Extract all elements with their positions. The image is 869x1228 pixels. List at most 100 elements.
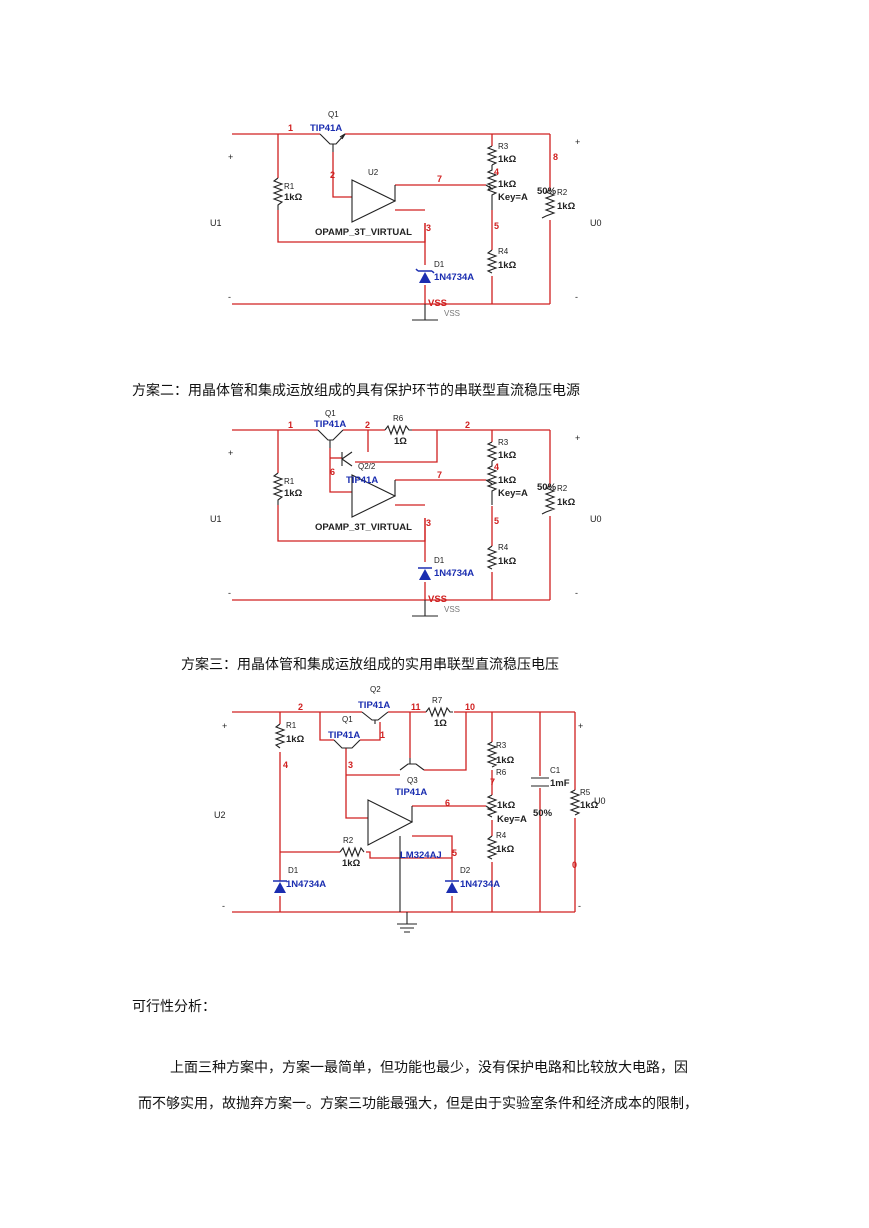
- vss-gray-label: VSS: [444, 605, 460, 614]
- q1-part: TIP41A: [310, 123, 342, 134]
- scheme-2-title: 方案二：用晶体管和集成运放组成的具有保护环节的串联型直流稳压电源: [132, 383, 580, 399]
- u2-label: U2: [214, 810, 226, 820]
- output-plus: +: [575, 137, 580, 147]
- q2-ref: Q2: [370, 685, 381, 694]
- input-plus: +: [228, 448, 233, 458]
- pot-percent: 50%: [537, 186, 557, 197]
- output-plus: +: [575, 433, 580, 443]
- r1-ref: R1: [284, 477, 295, 486]
- r2-ref: R2: [343, 836, 354, 845]
- d2-ref: D2: [460, 866, 471, 875]
- r7-ref: R7: [432, 696, 443, 705]
- c1-value: 1mF: [550, 778, 570, 789]
- pot-key: Key=A: [497, 814, 527, 825]
- d1-part: 1N4734A: [434, 272, 474, 283]
- scheme-3-title: 方案三：用晶体管和集成运放组成的实用串联型直流稳压电压: [181, 657, 559, 673]
- r7-value: 1Ω: [434, 718, 447, 729]
- node-5: 5: [494, 516, 499, 526]
- output-minus: -: [575, 588, 578, 598]
- r2-value: 1kΩ: [342, 858, 361, 869]
- analysis-line-2: 而不够实用，故抛弃方案一。方案三功能最强大，但是由于实验室条件和经济成本的限制，: [138, 1096, 698, 1112]
- node-1: 1: [288, 420, 293, 430]
- node-4: 4: [283, 760, 288, 770]
- node-2a: 2: [365, 420, 370, 430]
- q2-part: TIP41A: [346, 475, 378, 486]
- pot-value: 1kΩ: [498, 475, 517, 486]
- q1-ref: Q1: [328, 110, 339, 119]
- r3-value: 1kΩ: [496, 755, 515, 766]
- d1-part: 1N4734A: [286, 879, 326, 890]
- output-minus: -: [578, 901, 581, 911]
- node-10: 10: [465, 702, 475, 712]
- pot-percent: 50%: [537, 482, 557, 493]
- output-minus: -: [575, 292, 578, 302]
- analysis-line-1: 上面三种方案中，方案一最简单，但功能也最少，没有保护电路和比较放大电路，因: [170, 1060, 688, 1076]
- d1-ref: D1: [434, 556, 445, 565]
- r2-value: 1kΩ: [557, 497, 576, 508]
- node-4: 4: [494, 167, 499, 177]
- q2-part: TIP41A: [358, 700, 390, 711]
- d1-part: 1N4734A: [434, 568, 474, 579]
- u2-ref: U2: [368, 168, 379, 177]
- vss-gray-label: VSS: [444, 309, 460, 318]
- node-3: 3: [426, 518, 431, 528]
- pot-key: Key=A: [498, 192, 528, 203]
- u0-label: U0: [590, 218, 602, 228]
- vss-label: VSS: [428, 594, 447, 605]
- r1-ref: R1: [286, 721, 297, 730]
- r4-ref: R4: [496, 831, 507, 840]
- node-4: 4: [494, 462, 499, 472]
- pot-percent: 50%: [533, 808, 553, 819]
- q1-ref: Q1: [342, 715, 353, 724]
- r3-value: 1kΩ: [498, 450, 517, 461]
- node-6: 6: [445, 798, 450, 808]
- node-7: 7: [437, 174, 442, 184]
- r5-value: 1kΩ: [580, 800, 599, 811]
- circuit-scheme-2: 1 TIP41A Q1 2 R6 1Ω 2 Q2/2 6 TIP41A 7 3 …: [210, 409, 602, 617]
- r4-ref: R4: [498, 543, 509, 552]
- c1-ref: C1: [550, 766, 561, 775]
- circuit-scheme-3: Q2 TIP41A 2 11 R7 1Ω 10 Q1 TIP41A 1 3 Q3…: [214, 685, 606, 933]
- r6-value: 1Ω: [394, 436, 407, 447]
- input-plus: +: [222, 721, 227, 731]
- r6-ref: R6: [496, 768, 507, 777]
- node-3: 3: [426, 223, 431, 233]
- r1-value: 1kΩ: [286, 734, 305, 745]
- r4-ref: R4: [498, 247, 509, 256]
- node-8: 8: [553, 152, 558, 162]
- node-1: 1: [380, 730, 385, 740]
- node-2: 2: [298, 702, 303, 712]
- input-minus: -: [228, 292, 231, 302]
- r3-ref: R3: [498, 438, 509, 447]
- d1-ref: D1: [434, 260, 445, 269]
- node-3: 3: [348, 760, 353, 770]
- node-2: 2: [330, 170, 335, 180]
- input-plus: +: [228, 152, 233, 162]
- node-11: 11: [411, 702, 421, 712]
- node-6: 6: [330, 467, 335, 477]
- r4-value: 1kΩ: [496, 844, 515, 855]
- r2-value: 1kΩ: [557, 201, 576, 212]
- node-2b: 2: [465, 420, 470, 430]
- q2-ref: Q2/2: [358, 462, 376, 471]
- input-minus: -: [228, 588, 231, 598]
- q3-part: TIP41A: [395, 787, 427, 798]
- r5-ref: R5: [580, 788, 591, 797]
- r6-ref: R6: [393, 414, 404, 423]
- output-plus: +: [578, 721, 583, 731]
- pot-value: 1kΩ: [497, 800, 516, 811]
- r3-ref: R3: [496, 741, 507, 750]
- node-7: 7: [490, 777, 495, 787]
- q1-part: TIP41A: [314, 419, 346, 430]
- q1-ref: Q1: [325, 409, 336, 418]
- r2-ref: R2: [557, 188, 568, 197]
- q3-ref: Q3: [407, 776, 418, 785]
- pot-value: 1kΩ: [498, 179, 517, 190]
- circuit-scheme-1: Q1 TIP41A 1 2 U2 7 3 OPAMP_3T_VIRTUAL R1…: [210, 110, 602, 321]
- node-1: 1: [288, 123, 293, 133]
- opamp-part: OPAMP_3T_VIRTUAL: [315, 227, 412, 238]
- node-5: 5: [494, 221, 499, 231]
- d2-part: 1N4734A: [460, 879, 500, 890]
- r3-value: 1kΩ: [498, 154, 517, 165]
